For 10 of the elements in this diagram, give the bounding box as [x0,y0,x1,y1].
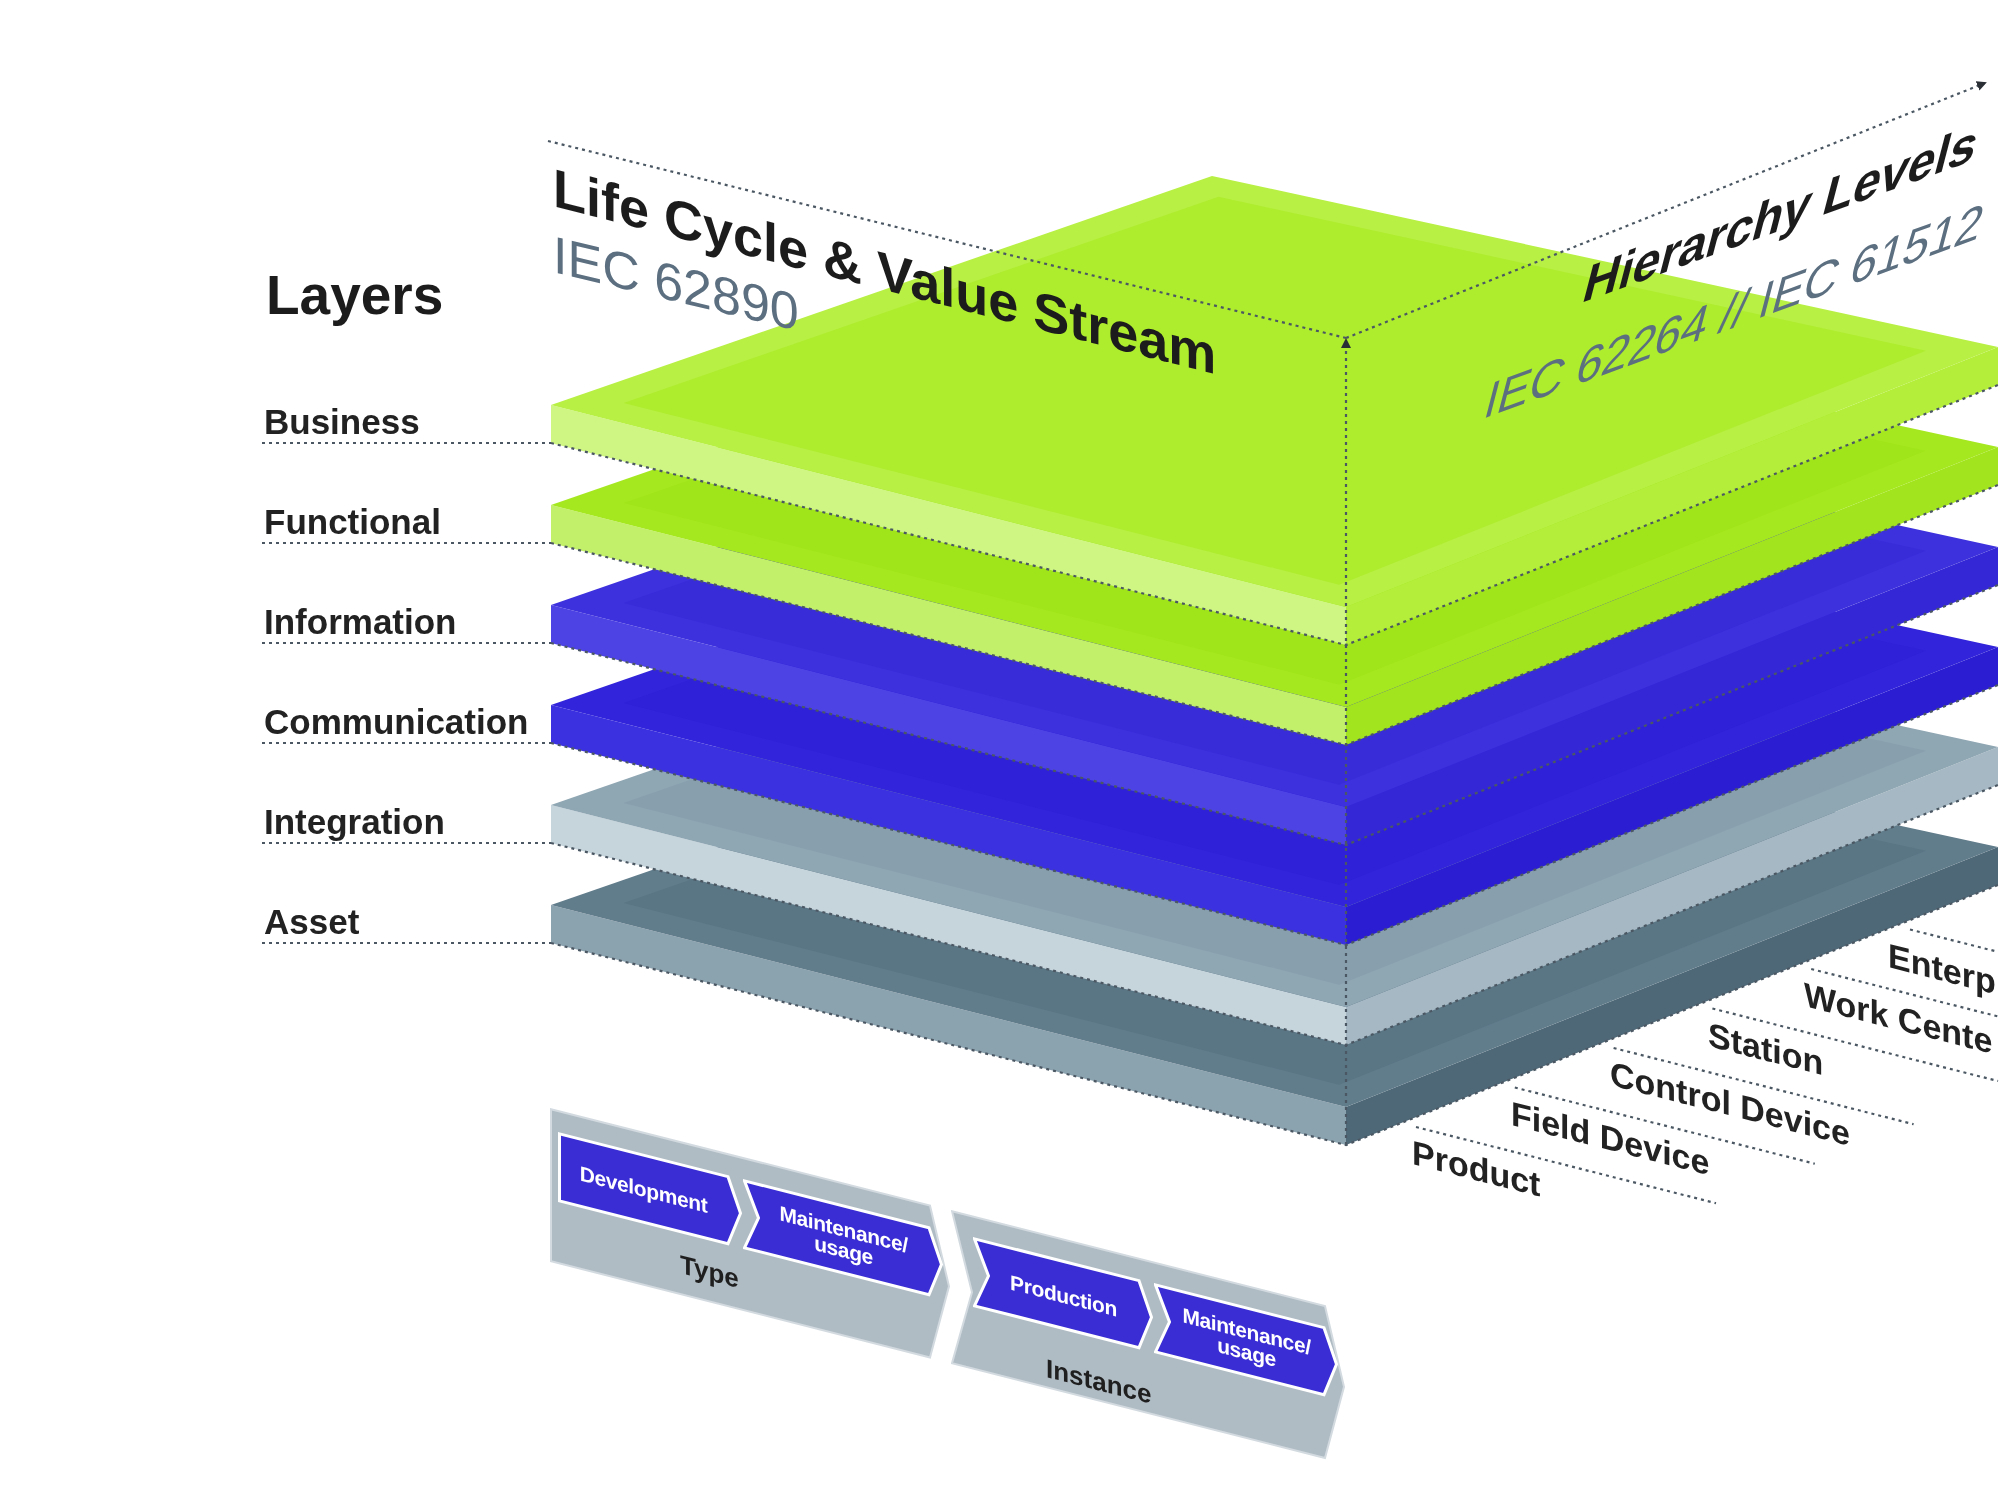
phase-label: Type [680,1250,739,1293]
layer-label: Information [264,602,457,642]
hierarchy-level-label: Product [1412,1133,1541,1205]
phase-label: Instance [1046,1353,1152,1409]
layer-label: Asset [264,902,360,942]
layer-label: Functional [264,502,441,542]
layer-label: Communication [264,702,529,742]
hierarchy-level-label: Enterp [1888,934,1996,1002]
layer-label: Business [264,402,420,442]
layer-label: Integration [264,802,445,842]
